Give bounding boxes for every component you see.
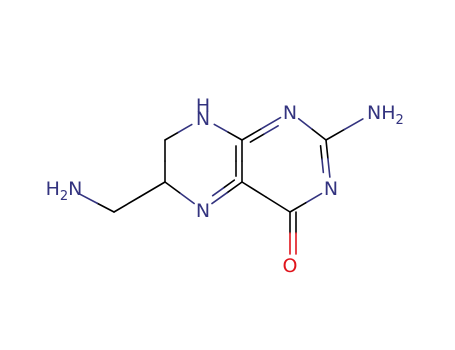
bond-n5-c6-part-1 xyxy=(178,191,195,205)
bond-n8-c8a-part-2 xyxy=(227,131,243,141)
atom-h2n: H2N xyxy=(46,178,83,204)
atom-h2n-text: H2N xyxy=(46,178,83,204)
bond-c4a-n5-inner-part-2 xyxy=(211,187,225,197)
atom-o4: O xyxy=(283,255,298,277)
atom-nh2-text: NH2 xyxy=(367,102,404,128)
bond-c2-nh2-part-1 xyxy=(325,128,346,141)
atom-n8-nitrogen: N xyxy=(196,108,210,130)
bond-c4a-n5-inner-part-1 xyxy=(222,179,236,189)
bond-n3-c4-part-2 xyxy=(289,201,307,213)
bond-c2-n3-inner-part-1 xyxy=(319,145,323,160)
bond-c4a-n5-part-1 xyxy=(226,181,243,194)
bonds-group xyxy=(79,116,364,255)
atom-o4-text: O xyxy=(283,255,298,277)
bond-ch2-h2n-part-1 xyxy=(96,202,115,213)
atom-n1: N xyxy=(283,102,297,124)
bond-ch2-h2n-part-2 xyxy=(79,193,99,205)
atom-n3-text: N xyxy=(324,178,338,200)
bond-c2-n3-inner-part-2 xyxy=(321,158,325,174)
bond-c2-n3-part-1 xyxy=(325,139,329,160)
atom-n3: N xyxy=(324,178,338,200)
bond-n1-c2-part-1 xyxy=(297,117,314,131)
bond-n8-c8a-part-1 xyxy=(213,123,229,133)
atom-nh2: NH2 xyxy=(367,102,404,128)
bond-n1-c2-part-2 xyxy=(311,128,327,141)
bond-c7-n8-part-2 xyxy=(177,123,193,134)
atom-n5: N xyxy=(196,200,210,222)
bond-c8a-n1-inner-part-1 xyxy=(249,133,266,143)
atom-n8: HN xyxy=(196,95,210,130)
atom-n8-hydrogen: H xyxy=(196,95,210,117)
bond-c4a-n5-part-2 xyxy=(211,191,228,205)
atom-n5-text: N xyxy=(196,200,210,222)
bond-n3-c4-part-1 xyxy=(304,192,323,204)
bond-c2-n3-part-2 xyxy=(327,157,331,178)
bond-c6-ch2-part-2 xyxy=(113,196,141,213)
bond-c4-c4a-part-2 xyxy=(241,181,267,198)
atom-n1-text: N xyxy=(283,102,297,124)
bond-c8a-n1-part-2 xyxy=(260,116,282,130)
bond-c8a-n1-part-1 xyxy=(241,127,263,141)
bond-c8a-n1-inner-part-2 xyxy=(263,125,279,135)
bond-n5-c6-part-2 xyxy=(164,181,181,194)
bond-c2-nh2-part-2 xyxy=(343,118,364,131)
bond-c7-n8-part-1 xyxy=(164,131,180,141)
bond-c6-ch2-part-1 xyxy=(138,181,166,198)
bond-c4-c4a-part-1 xyxy=(265,196,291,213)
